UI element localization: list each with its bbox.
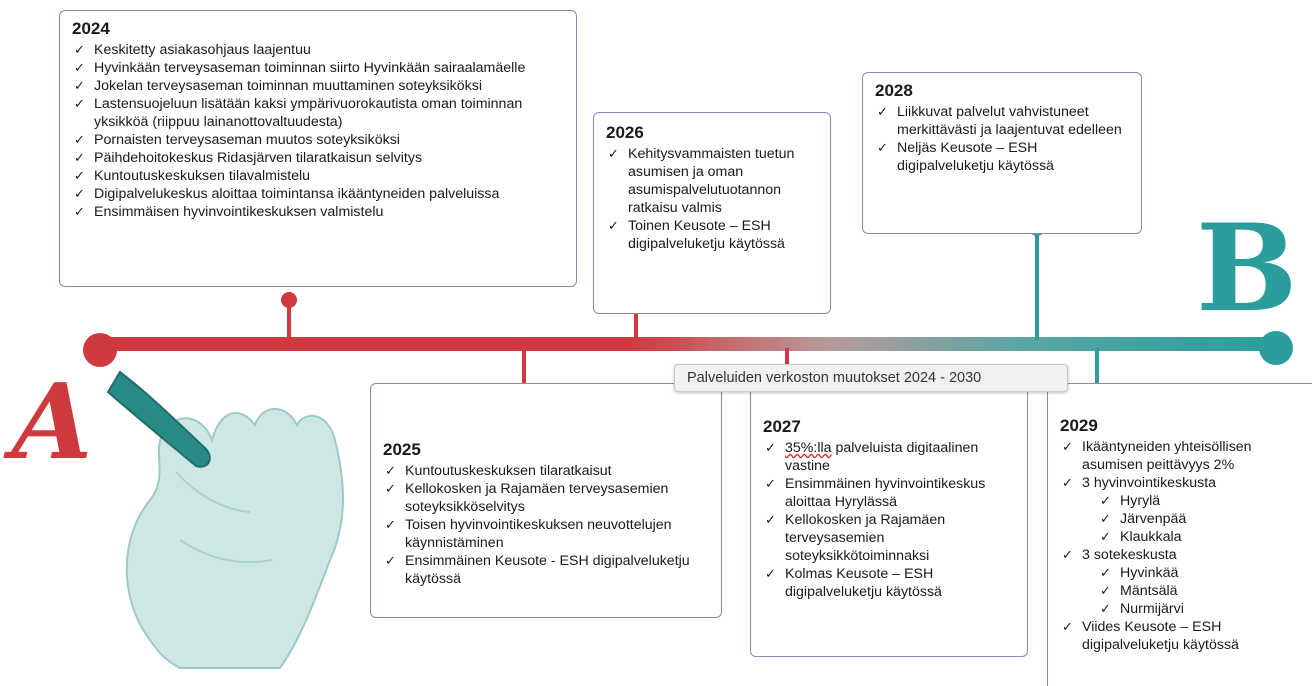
year-heading-2025: 2025 — [383, 440, 421, 459]
milestone-box-2026: 2026 Kehitysvammaisten tuetun asumisen j… — [593, 112, 831, 314]
list-item: 35%:lla palveluista digitaalinen vastine — [763, 439, 1015, 475]
sublist-sotekeskukset: Hyvinkää Mäntsälä Nurmijärvi — [1060, 564, 1300, 618]
year-heading-2026: 2026 — [606, 123, 644, 142]
milestone-box-2025: 2025 Kuntoutuskeskuksen tilaratkaisut Ke… — [370, 383, 722, 618]
list-item: Päihdehoitokeskus Ridasjärven tilaratkai… — [72, 149, 564, 167]
sublist-hyvinvointikeskukset: Hyrylä Järvenpää Klaukkala — [1060, 492, 1300, 546]
item-list-2029: Ikääntyneiden yhteisöllisen asumisen pei… — [1060, 438, 1300, 492]
list-item: Ensimmäinen Keusote - ESH digipalveluket… — [383, 552, 709, 588]
year-heading-2028: 2028 — [875, 81, 913, 100]
timeline-end-dot — [1259, 331, 1293, 365]
sub-list-item: Nurmijärvi — [1060, 600, 1300, 618]
year-heading-2027: 2027 — [763, 417, 801, 436]
list-item: Ensimmäisen hyvinvointikeskuksen valmist… — [72, 203, 564, 221]
item-list-2028: Liikkuvat palvelut vahvistuneet merkittä… — [875, 103, 1129, 175]
connector-2024 — [281, 292, 297, 340]
item-list-2029-c: Viides Keusote – ESH digipalveluketju kä… — [1060, 618, 1300, 654]
list-item: Kellokosken ja Rajamäen terveysasemien s… — [383, 480, 709, 516]
list-item: Keskitetty asiakasohjaus laajentuu — [72, 41, 564, 59]
list-item: 3 hyvinvointikeskusta — [1060, 474, 1300, 492]
item-list-2027: 35%:lla palveluista digitaalinen vastine… — [763, 439, 1015, 601]
sub-list-item: Mäntsälä — [1060, 582, 1300, 600]
list-item: Pornaisten terveysaseman muutos soteyksi… — [72, 131, 564, 149]
list-item-text: palveluista digitaalinen vastine — [785, 440, 979, 474]
milestone-box-2027: 2027 35%:lla palveluista digitaalinen va… — [750, 384, 1028, 657]
item-list-2029-b: 3 sotekeskusta — [1060, 546, 1300, 564]
list-item: Jokelan terveysaseman toiminnan muuttami… — [72, 77, 564, 95]
list-item: Viides Keusote – ESH digipalveluketju kä… — [1060, 618, 1300, 654]
list-item: Kolmas Keusote – ESH digipalveluketju kä… — [763, 565, 1015, 601]
list-item: Neljäs Keusote – ESH digipalveluketju kä… — [875, 139, 1129, 175]
list-item: Digipalvelukeskus aloittaa toimintansa i… — [72, 185, 564, 203]
item-list-2026: Kehitysvammaisten tuetun asumisen ja oma… — [606, 145, 818, 253]
item-list-2025: Kuntoutuskeskuksen tilaratkaisut Kelloko… — [383, 462, 709, 588]
sub-list-item: Hyvinkää — [1060, 564, 1300, 582]
year-heading-2029: 2029 — [1060, 416, 1098, 435]
list-item: Ikääntyneiden yhteisöllisen asumisen pei… — [1060, 438, 1300, 474]
list-item: Hyvinkään terveysaseman toiminnan siirto… — [72, 59, 564, 77]
item-list-2024: Keskitetty asiakasohjaus laajentuu Hyvin… — [72, 41, 564, 221]
list-item: Liikkuvat palvelut vahvistuneet merkittä… — [875, 103, 1129, 139]
list-item: Toinen Keusote – ESH digipalveluketju kä… — [606, 217, 818, 253]
connector-2028 — [1029, 220, 1045, 340]
list-item: Kellokosken ja Rajamäen terveysasemien s… — [763, 511, 1015, 565]
milestone-box-2028: 2028 Liikkuvat palvelut vahvistuneet mer… — [862, 72, 1142, 234]
sub-list-item: Klaukkala — [1060, 528, 1300, 546]
list-item: 3 sotekeskusta — [1060, 546, 1300, 564]
milestone-box-2029: 2029 Ikääntyneiden yhteisöllisen asumise… — [1047, 383, 1312, 686]
timeline-start-dot — [83, 333, 117, 367]
list-item: Ensimmäinen hyvinvointikeskus aloittaa H… — [763, 475, 1015, 511]
list-item: Kehitysvammaisten tuetun asumisen ja oma… — [606, 145, 818, 217]
hand-illustration — [106, 370, 344, 669]
spellcheck-underlined-text: 35%:lla — [785, 440, 832, 456]
tooltip: Palveluiden verkoston muutokset 2024 - 2… — [674, 364, 1068, 392]
list-item: Lastensuojeluun lisätään kaksi ympärivuo… — [72, 95, 564, 131]
milestone-box-2024: 2024 Keskitetty asiakasohjaus laajentuu … — [59, 10, 577, 287]
sub-list-item: Järvenpää — [1060, 510, 1300, 528]
list-item: Kuntoutuskeskuksen tilaratkaisut — [383, 462, 709, 480]
year-heading-2024: 2024 — [72, 19, 110, 38]
timeline-line — [98, 337, 1274, 351]
sub-list-item: Hyrylä — [1060, 492, 1300, 510]
list-item: Kuntoutuskeskuksen tilavalmistelu — [72, 167, 564, 185]
list-item: Toisen hyvinvointikeskuksen neuvotteluje… — [383, 516, 709, 552]
letter-b: B — [1196, 198, 1298, 339]
